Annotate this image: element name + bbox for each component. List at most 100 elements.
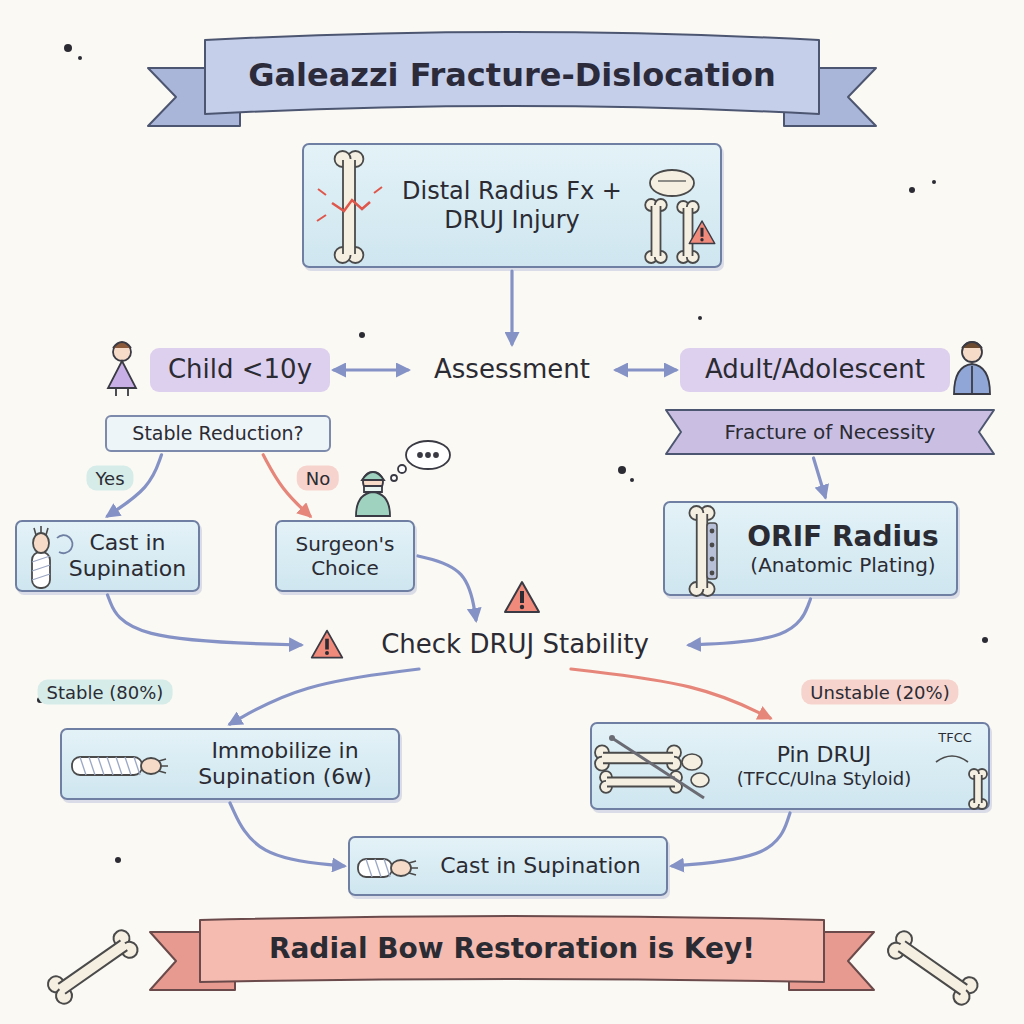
node-icon: [595, 757, 609, 771]
node-icon: [691, 773, 709, 787]
treatment-box: Cast in Supination: [348, 836, 668, 896]
node-icon: [677, 201, 699, 263]
node-icon: [667, 757, 681, 771]
corner-bone: [58, 940, 127, 993]
thought-bubble: [418, 453, 422, 457]
node-icon: [689, 221, 715, 244]
node-icon: [98, 757, 104, 775]
node-icon: [72, 757, 142, 775]
node-icon: [409, 861, 418, 875]
node-icon: [977, 769, 987, 779]
node-icon: [682, 754, 702, 770]
node-label: Check DRUJ Stability: [355, 629, 675, 660]
node-icon: [701, 228, 704, 237]
node-icon: [670, 771, 682, 783]
node-icon: [347, 247, 363, 263]
warning-icon: [505, 582, 539, 612]
node-label: Fracture of Necessity: [695, 420, 965, 444]
node-icon: [347, 151, 363, 167]
corner-bone: [45, 927, 141, 1007]
ink-dots: [698, 316, 702, 320]
assessment-step: Assessment: [412, 348, 612, 392]
ink-dots: [618, 466, 626, 474]
node-icon: [612, 738, 704, 798]
caption: Radial Bow Restoration is Key!: [212, 932, 812, 965]
flow-arrow: [616, 368, 676, 371]
node-icon: [670, 781, 682, 793]
ribbon-banner: Fracture of Necessity: [665, 409, 995, 455]
thought-bubble: [391, 441, 450, 481]
node-icon: [701, 506, 715, 520]
thought-bubble: [391, 475, 397, 481]
node-icon: [32, 556, 50, 562]
node-icon: [312, 631, 343, 658]
node-label: Surgeon's Choice: [287, 532, 403, 580]
node-icon: [332, 200, 370, 211]
node-icon: [710, 529, 715, 534]
corner-bone: [885, 928, 981, 1008]
treatment-box: Immobilize in Supination (6w): [60, 728, 400, 800]
ink-dots: [78, 56, 82, 60]
node-icon: [969, 769, 979, 779]
flow-arrow: [510, 271, 513, 344]
node-label: Stable Reduction?: [117, 422, 319, 445]
node-label: Immobilize in Supination (6w): [182, 738, 388, 791]
node-label: Cast in Supination: [67, 530, 188, 583]
node-icon: [710, 571, 715, 576]
flow-arrow: [814, 458, 826, 497]
node-icon: [710, 543, 715, 548]
node-icon: [391, 860, 411, 876]
node-icon: [600, 771, 612, 783]
node-icon: [645, 251, 657, 263]
surgeon-icon: [362, 472, 384, 480]
node-label: Pin DRUJ: [722, 742, 926, 768]
node-icon: [658, 180, 686, 181]
adult-icon: [954, 364, 990, 394]
child-icon: [108, 342, 136, 396]
edge-label: Unstable (20%): [801, 680, 958, 705]
node-icon: [687, 201, 699, 213]
node-icon: [343, 160, 355, 254]
node-icon: [141, 758, 161, 774]
node-icon: [603, 753, 673, 764]
flow-arrow: [108, 595, 302, 645]
child-icon: [116, 388, 128, 396]
node-icon: [335, 151, 364, 263]
surgery-box: ORIF Radius(Anatomic Plating): [663, 501, 958, 596]
ink-dots: [932, 180, 936, 184]
adult-icon: [962, 342, 982, 348]
node-icon: [667, 745, 681, 759]
edge-label: No: [297, 466, 339, 491]
node-icon: [159, 759, 168, 773]
age-group-tag: Child <10y: [150, 348, 330, 392]
node-sublabel: (TFCC/Ulna Styloid): [722, 768, 926, 790]
part-label: TFCC: [938, 730, 972, 745]
node-icon: [609, 735, 615, 741]
surgery-box: Pin DRUJ(TFCC/Ulna Styloid): [590, 722, 990, 810]
flow-arrow: [230, 669, 419, 724]
node-icon: [592, 724, 992, 812]
corner-bone: [57, 939, 129, 995]
node-icon: [687, 251, 699, 263]
node-icon: [655, 251, 667, 263]
node-icon: [595, 745, 681, 770]
child-icon: [108, 361, 136, 388]
flow-arrow: [230, 803, 344, 866]
node-icon: [677, 201, 689, 213]
injury-box: Distal Radius Fx + DRUJ Injury: [302, 143, 722, 268]
ink-dots: [630, 478, 634, 482]
corner-bone: [898, 941, 967, 994]
node-label: Assessment: [422, 354, 602, 385]
node-icon: [689, 582, 703, 596]
node-icon: [32, 526, 50, 588]
flow-arrow: [571, 669, 770, 718]
node-icon: [936, 756, 968, 762]
surgeon-icon: [363, 472, 383, 492]
warning-icon: [520, 605, 524, 609]
node-icon: [33, 533, 49, 553]
flow-arrow: [334, 368, 408, 371]
node-icon: [80, 757, 86, 775]
node-icon: [645, 199, 667, 263]
node-icon: [602, 753, 674, 764]
adult-icon: [962, 342, 982, 362]
